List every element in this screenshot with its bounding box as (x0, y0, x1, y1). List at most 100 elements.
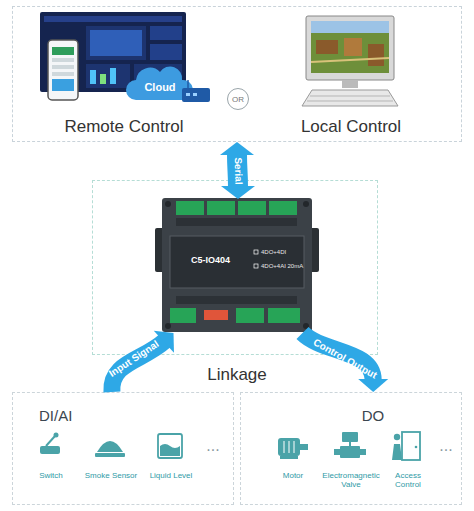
smoke-sensor-icon-part (95, 453, 125, 457)
gateway-device-part (182, 88, 210, 102)
io-module-part (176, 201, 204, 215)
dashboard-screen-part (150, 44, 182, 60)
desktop-computer-part (368, 44, 384, 66)
desktop-computer-part (311, 21, 389, 73)
io-module-part (170, 308, 196, 323)
io-module-part (303, 201, 309, 207)
smoke-sensor-icon-part (97, 441, 123, 452)
io-module-part (165, 201, 171, 207)
access-control-icon-part (392, 444, 402, 460)
gateway-device-part (186, 93, 190, 96)
dashboard-screen-part (44, 16, 182, 22)
access-control-icon (392, 432, 420, 460)
valve-icon (334, 432, 366, 458)
liquid-level-icon-part (158, 434, 182, 458)
arrow-head (221, 186, 255, 199)
dashboard-screen-part (100, 74, 106, 84)
spec-label: 4DO+4DI (261, 249, 313, 256)
section-title: Local Control (258, 117, 444, 137)
io-module-part (165, 323, 171, 329)
motor-icon-part (284, 441, 285, 453)
desktop-computer-part (310, 96, 390, 97)
arrow-label: Control Output (312, 337, 379, 380)
spec-label: 4DO+4AI 20mA (261, 263, 313, 270)
control-panel: Remote ControlLocal ControlCloudOR (12, 6, 462, 142)
phone-part (52, 79, 74, 91)
liquid-level-icon (158, 434, 182, 458)
flow-arrow (303, 333, 389, 392)
io-module-part (207, 201, 235, 215)
liquid-level-icon-part (160, 444, 180, 456)
gateway-device-part (187, 80, 189, 88)
desktop-computer-part (311, 58, 389, 62)
arrow-head (358, 379, 388, 392)
motor-icon-part (289, 441, 290, 453)
switch-icon (40, 433, 60, 455)
phone-part (52, 58, 74, 62)
cloud-node: Cloud (129, 69, 191, 101)
icon-label: Motor (268, 471, 318, 480)
input-box: DI/AI Switch Smoke SensorLiquid Level... (12, 392, 234, 505)
desktop-computer-part (311, 21, 389, 33)
desktop-computer-part (342, 80, 358, 88)
phone-part (52, 47, 74, 55)
icon-label: Switch (26, 471, 76, 480)
or-label: OR (228, 95, 248, 104)
io-module-part (204, 310, 228, 320)
icon-label: Access Control (386, 471, 430, 489)
valve-icon-part (340, 446, 360, 458)
flow-arrow (220, 142, 255, 199)
io-module-part (176, 296, 297, 304)
io-module-part (269, 201, 297, 215)
icon-label: Liquid Level (141, 471, 201, 480)
io-module-part (170, 236, 304, 288)
section-heading: DI/AI (39, 407, 109, 424)
icon-label: Electromagnetic Valve (319, 471, 383, 489)
desktop-computer-part (344, 38, 362, 56)
phone-part (52, 72, 74, 76)
io-module-part (254, 250, 258, 254)
linkage-box: LinkageC5-IO4044DO+4DI4DO+4AI 20mA (92, 180, 378, 355)
phone (48, 40, 78, 100)
gateway-device-part (193, 93, 197, 96)
gateway-device (182, 80, 210, 102)
valve-icon-part (342, 432, 358, 442)
io-module-part (176, 218, 297, 226)
dashboard-screen-part (90, 30, 142, 56)
cloud-label: Cloud (129, 81, 191, 94)
arrow-label: Input Signal (107, 339, 160, 379)
motor-icon-part (294, 441, 295, 453)
arrow-label: Serial (232, 157, 243, 184)
access-control-icon-part (394, 434, 400, 440)
dashboard-screen-part (110, 68, 116, 84)
motor-icon-part (278, 438, 300, 456)
motor-icon-part (280, 456, 298, 459)
io-module-part (162, 198, 312, 332)
valve-icon-part (349, 442, 351, 446)
dashboard-screen-part (90, 70, 96, 84)
icon-label: Smoke Sensor (81, 471, 141, 480)
dashboard-screen-part (150, 26, 182, 40)
desktop-computer-part (316, 40, 338, 54)
ellipsis: ... (198, 437, 228, 455)
io-module-node: C5-IO4044DO+4DI4DO+4AI 20mA (163, 199, 313, 333)
phone-part (52, 65, 74, 69)
io-module (155, 198, 319, 332)
section-heading: DO (353, 407, 393, 424)
output-box: DO MotorElectromagnetic ValveAccess Contr… (240, 392, 462, 505)
desktop-computer-part (306, 16, 394, 80)
io-module-part (236, 308, 264, 323)
or-circle: OR (227, 88, 249, 110)
valve-icon-part (360, 449, 366, 455)
io-module-part (254, 264, 258, 268)
ellipsis: ... (431, 437, 461, 455)
dashboard-screen-part (86, 64, 130, 88)
valve-icon-part (334, 449, 340, 455)
switch-icon-part (40, 446, 60, 454)
io-module-part (238, 201, 266, 215)
motor-icon (278, 438, 308, 459)
